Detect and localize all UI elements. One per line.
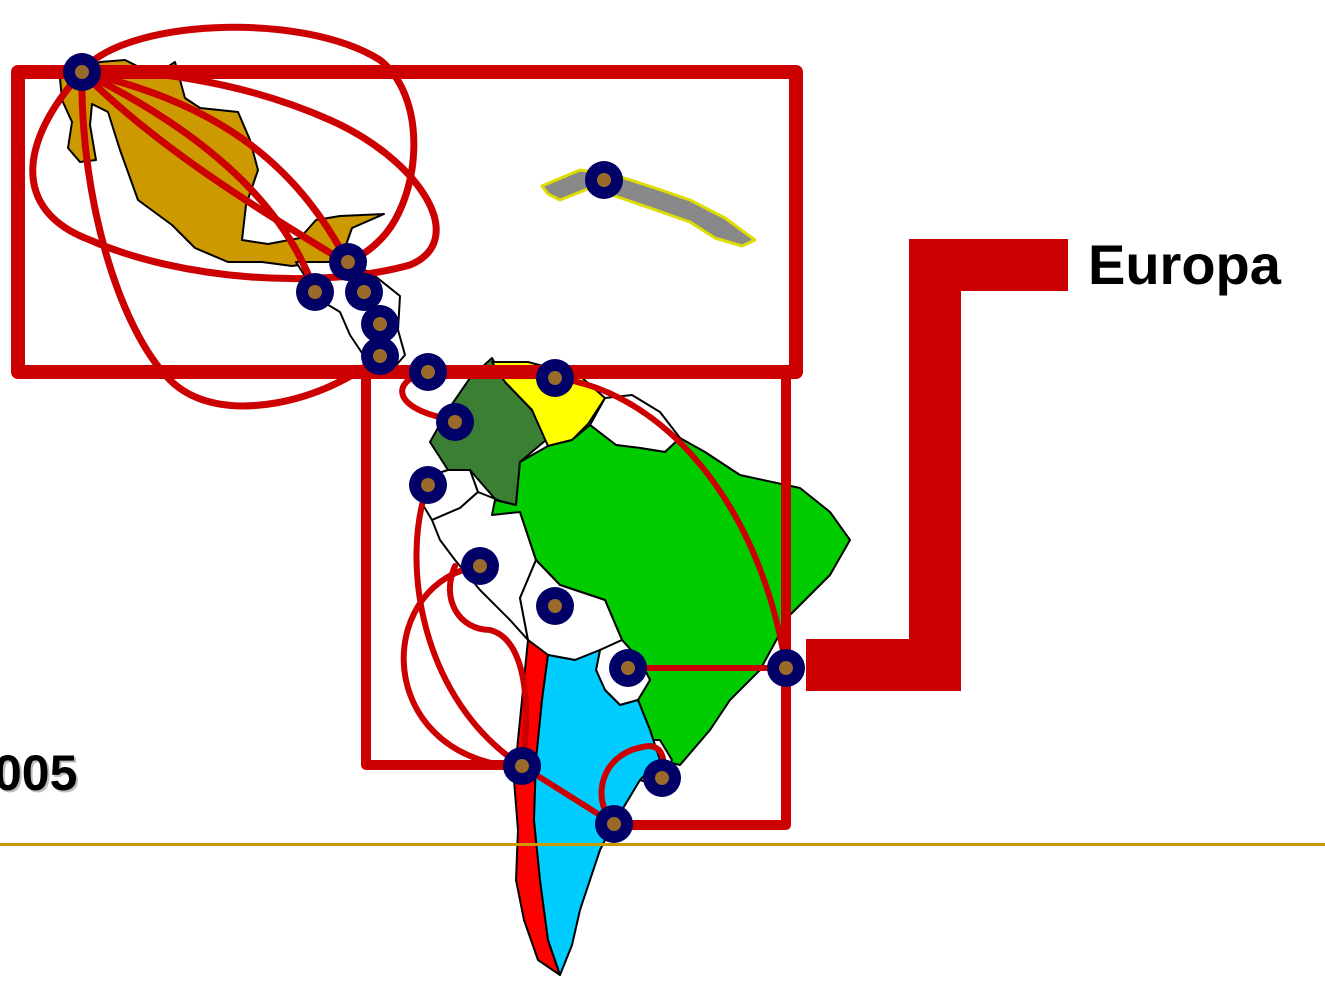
circle-node-icon	[409, 466, 447, 504]
circle-node-icon	[361, 305, 399, 343]
circle-node-icon	[329, 243, 367, 281]
region-box-south	[361, 367, 515, 770]
circle-node-icon	[536, 587, 574, 625]
year-label: 005	[0, 745, 78, 801]
circle-node-icon	[536, 359, 574, 397]
circle-node-icon	[461, 547, 499, 585]
footer-rule	[0, 843, 1325, 846]
circle-node-icon	[609, 649, 647, 687]
circle-node-icon	[643, 759, 681, 797]
circle-node-icon	[503, 747, 541, 785]
loops-north	[29, 23, 440, 410]
circle-node-icon	[585, 161, 623, 199]
circle-node-icon	[296, 273, 334, 311]
europe-link	[806, 239, 1068, 691]
circle-node-icon	[436, 403, 474, 441]
network-nodes	[63, 53, 805, 843]
circle-node-icon	[595, 805, 633, 843]
region-box-north	[11, 65, 803, 379]
circle-node-icon	[345, 273, 383, 311]
country-cuba	[540, 168, 757, 248]
countries	[59, 59, 851, 976]
circle-node-icon	[767, 649, 805, 687]
europe-label: Europa	[1088, 233, 1281, 296]
circle-node-icon	[63, 53, 101, 91]
region-box-south-right	[613, 367, 791, 830]
circle-node-icon	[361, 337, 399, 375]
circle-node-icon	[409, 353, 447, 391]
